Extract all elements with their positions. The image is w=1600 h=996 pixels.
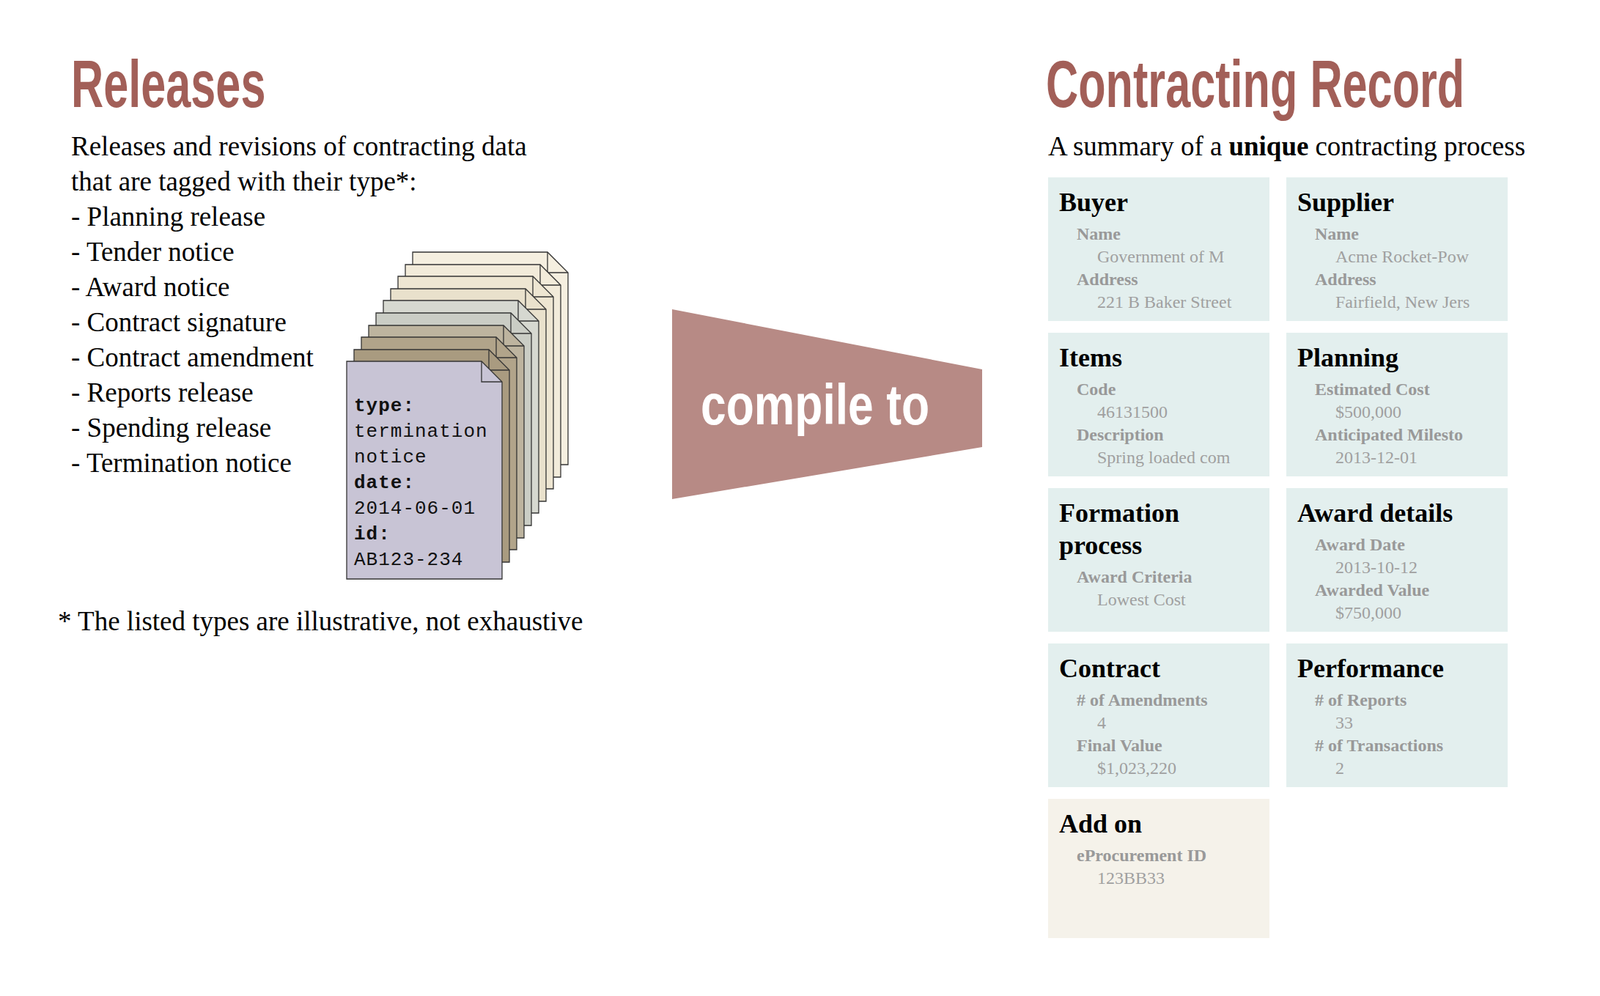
- label-slot: * The listed types are illustrative, not…: [57, 603, 584, 640]
- record-field-label: Address: [1059, 268, 1263, 291]
- record-field-value: 33: [1297, 711, 1501, 735]
- label-slot: contracting process: [1314, 128, 1526, 165]
- label-slot: - Spending release: [71, 410, 272, 446]
- record-field-value: Government of M: [1059, 245, 1263, 269]
- intro-text: Releases and revisions of contracting da…: [71, 128, 555, 200]
- record-field-label: Description: [1059, 423, 1263, 447]
- record-section: Performance # of Reports33# of Transactio…: [1286, 643, 1508, 788]
- label-slot: - Award notice: [71, 269, 230, 305]
- record-section-heading: Award details: [1297, 496, 1501, 530]
- label-slot: Releases and revisions of contracting da…: [71, 128, 555, 200]
- record-section-heading: Performance: [1297, 652, 1501, 685]
- label-slot: - Planning release: [71, 199, 266, 235]
- release-type-item: - Planning release: [71, 199, 266, 235]
- record-field-label: # of Reports: [1297, 688, 1501, 712]
- record-field-value: Lowest Cost: [1059, 588, 1263, 612]
- release-sheet: type:termination noticedate:2014-06-01id…: [346, 361, 503, 580]
- record-section: Formation processAward CriteriaLowest Co…: [1048, 488, 1270, 632]
- record-field-label: Address: [1297, 268, 1501, 291]
- label-slot: - Termination notice: [71, 445, 292, 481]
- record-section-heading: Supplier: [1297, 186, 1501, 219]
- record-section-heading: Items: [1059, 341, 1263, 374]
- record-section-heading: Add on: [1059, 807, 1263, 840]
- record-section: Award detailsAward Date2013-10-12Awarded…: [1286, 488, 1508, 632]
- record-field-label: Award Date: [1297, 533, 1501, 557]
- record-field-value: Acme Rocket-Pow: [1297, 245, 1501, 269]
- record-field-label: # of Amendments: [1059, 688, 1263, 712]
- footnote: * The listed types are illustrative, not…: [57, 603, 584, 640]
- label-slot: Contracting Record: [1045, 51, 1600, 118]
- record-field-value: 2013-12-01: [1297, 446, 1501, 470]
- record-field-label: # of Transactions: [1297, 734, 1501, 758]
- release-field-label: date:: [354, 470, 497, 497]
- record-section: Contract # of Amendments4Final Value$1,02…: [1048, 643, 1270, 788]
- record-field-value: 46131500: [1059, 400, 1263, 424]
- release-type-item: - Tender notice: [71, 234, 235, 270]
- record-section-heading: Planning: [1297, 341, 1501, 374]
- record-section-heading: Contract: [1059, 652, 1263, 685]
- record-field-label: Award Criteria: [1059, 565, 1263, 589]
- record-field-label: eProcurement ID: [1059, 844, 1263, 868]
- record-section: PlanningEstimated Cost$500,000Anticipate…: [1286, 332, 1508, 477]
- release-field-value: 2014-06-01: [354, 496, 497, 522]
- summary-text: contracting process: [1314, 128, 1526, 165]
- label-slot: Releases: [71, 51, 357, 118]
- release-field-value: AB123-234: [354, 547, 497, 574]
- release-type-item: - Termination notice: [71, 445, 292, 481]
- label-slot: - Contract amendment: [71, 340, 314, 376]
- record-section: ItemsCode46131500DescriptionSpring loade…: [1048, 332, 1270, 477]
- record-field-value: Fairfield, New Jers: [1297, 290, 1501, 314]
- record-field-value: $1,023,220: [1059, 757, 1263, 780]
- record-field-value: 4: [1059, 711, 1263, 735]
- record-field-value: 2013-10-12: [1297, 556, 1501, 580]
- summary-emphasis: unique: [1228, 128, 1309, 165]
- release-type-item: - Contract amendment: [71, 340, 314, 376]
- funnel-label: compile to: [700, 375, 930, 434]
- release-type-item: - Contract signature: [71, 304, 287, 341]
- record-field-value: $750,000: [1297, 601, 1501, 625]
- record-field-value: 221 B Baker Street: [1059, 290, 1263, 314]
- summary-text: A summary of a: [1048, 128, 1222, 165]
- release-type-item: - Reports release: [71, 375, 254, 411]
- compile-funnel: compile to: [672, 309, 983, 500]
- sheet-fold: [481, 361, 503, 382]
- record-field-label: Name: [1059, 222, 1263, 246]
- label-slot: - Contract signature: [71, 304, 287, 341]
- section-title: Releases: [71, 51, 266, 118]
- release-type-item: - Spending release: [71, 410, 272, 446]
- record-field-label: Name: [1297, 222, 1501, 246]
- record-field-value: Spring loaded com: [1059, 446, 1263, 470]
- record-field-label: Code: [1059, 378, 1263, 401]
- release-type-item: - Award notice: [71, 269, 230, 305]
- release-field-label: type:: [354, 393, 497, 420]
- record-section-heading: Formation process: [1059, 496, 1263, 562]
- record-field-value: $500,000: [1297, 400, 1501, 424]
- funnel-body: [672, 309, 983, 500]
- record-section: SupplierNameAcme Rocket-PowAddressFairfi…: [1286, 177, 1508, 322]
- sheet-body: [346, 361, 503, 580]
- record-field-label: Final Value: [1059, 734, 1263, 758]
- label-slot: - Tender notice: [71, 234, 235, 270]
- record-section: BuyerNameGovernment of MAddress221 B Bak…: [1048, 177, 1270, 322]
- record-field-label: Awarded Value: [1297, 579, 1501, 602]
- record-field-label: Estimated Cost: [1297, 378, 1501, 401]
- record-addon-section: Add on eProcurement ID123BB33: [1048, 798, 1270, 939]
- record-field-label: Anticipated Milesto: [1297, 423, 1501, 447]
- record-section-heading: Buyer: [1059, 186, 1263, 219]
- sheet-outline: [346, 361, 503, 580]
- record-field-value: 2: [1297, 757, 1501, 780]
- record-field-value: 123BB33: [1059, 867, 1263, 890]
- label-slot: - Reports release: [71, 375, 254, 411]
- release-field-value: termination notice: [354, 419, 497, 471]
- label-slot: A summary of a: [1048, 128, 1222, 165]
- section-title: Contracting Record: [1045, 51, 1465, 118]
- label-slot: unique: [1228, 128, 1309, 165]
- release-field-label: id:: [354, 521, 497, 548]
